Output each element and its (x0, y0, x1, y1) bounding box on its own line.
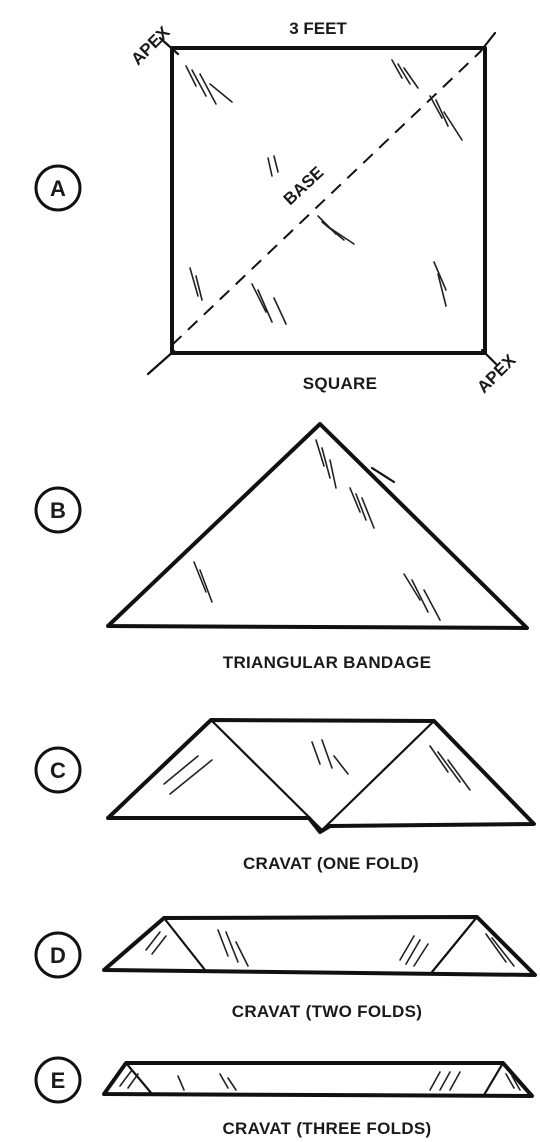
figure-e: E CRAVAT (THREE FOLDS) (34, 1056, 534, 1138)
dimension-label: 3 FEET (289, 19, 347, 38)
figure-c: C CRAVAT (ONE FOLD) (34, 718, 536, 873)
figure-letter-d: D (50, 943, 66, 968)
label-circle-a (34, 164, 82, 212)
diagonal-base-line (171, 51, 481, 346)
fold-line-left-e (124, 1061, 154, 1096)
figure-c-caption: CRAVAT (ONE FOLD) (243, 854, 419, 873)
figure-a: A 3 FEET APEX APEX BASE SQUARE (34, 19, 520, 397)
figure-d-caption: CRAVAT (TWO FOLDS) (232, 1002, 422, 1021)
shading-marks-a (185, 59, 463, 325)
fold-line-left (209, 718, 324, 832)
corner-tick-top-left (158, 36, 180, 56)
figure-letter-c: C (50, 758, 66, 783)
fold-line-right-d (430, 915, 479, 974)
figure-b: B TRIANGULAR BANDAGE (34, 422, 529, 672)
corner-tick-bottom-left (146, 349, 176, 376)
fold-line-right (320, 719, 436, 832)
fold-line-left-d (162, 916, 207, 972)
cravat-three-folds-shape (102, 1061, 534, 1098)
figure-letter-e: E (51, 1068, 66, 1093)
figure-e-caption: CRAVAT (THREE FOLDS) (222, 1119, 431, 1138)
shading-marks-e (119, 1069, 521, 1091)
cravat-one-fold-shape (106, 718, 536, 834)
base-label: BASE (280, 163, 328, 209)
label-circle-b (34, 486, 82, 534)
figure-letter-a: A (50, 176, 66, 201)
figure-letter-b: B (50, 498, 66, 523)
triangular-bandage-shape (106, 422, 529, 630)
fold-flap-stroke (370, 466, 396, 484)
corner-tick-top-right (478, 31, 497, 54)
shading-marks-c (163, 739, 471, 795)
label-circle-e (34, 1056, 82, 1104)
figure-d: D CRAVAT (TWO FOLDS) (34, 915, 537, 1021)
square-cloth (170, 46, 487, 355)
label-circle-d (34, 931, 82, 979)
label-circle-c (34, 746, 82, 794)
figure-a-caption: SQUARE (303, 374, 378, 393)
apex-label-bottom-right: APEX (473, 350, 520, 397)
shading-marks-d (145, 929, 515, 967)
corner-tick-bottom-right (480, 348, 499, 367)
fold-line-right-e (482, 1061, 505, 1097)
shading-marks-b (193, 439, 441, 621)
figure-b-caption: TRIANGULAR BANDAGE (223, 653, 431, 672)
